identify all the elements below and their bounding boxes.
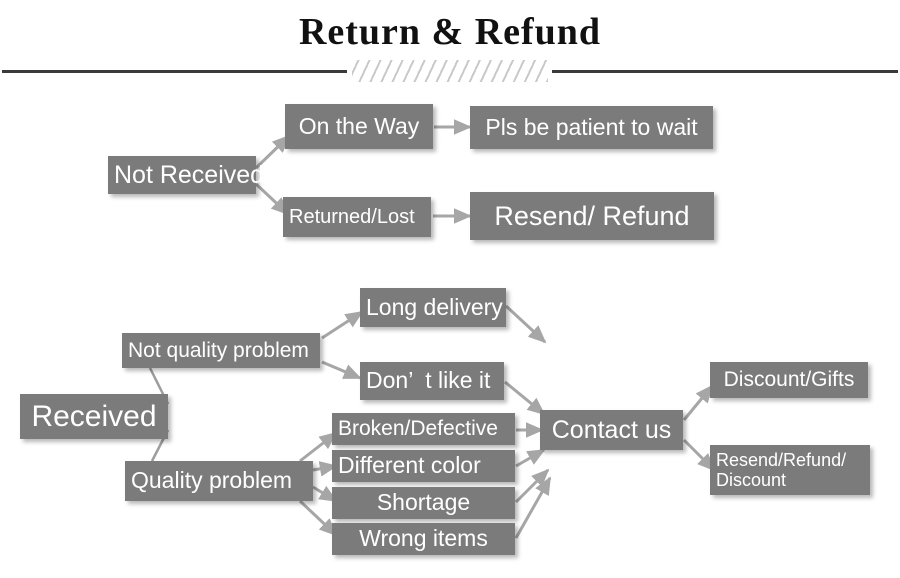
flow-node-label: Returned/Lost xyxy=(289,205,415,228)
flow-node-contact_us: Contact us xyxy=(540,410,683,450)
flow-node-label: Long delivery xyxy=(366,293,503,320)
flow-node-wrong_items: Wrong items xyxy=(332,523,515,555)
flow-node-label: Different color xyxy=(338,452,481,479)
divider-hatch-ornament xyxy=(352,60,548,82)
flow-node-dont_like: Don’ t like it xyxy=(360,362,504,400)
flow-node-label: Wrong items xyxy=(359,525,488,552)
flow-node-label: Not Received xyxy=(114,161,265,189)
flow-node-not_received: Not Received xyxy=(108,156,264,194)
flow-node-label: Discount/Gifts xyxy=(723,368,855,392)
flow-node-received: Received xyxy=(20,394,168,439)
flow-node-shortage: Shortage xyxy=(332,487,515,519)
flow-node-not_quality: Not quality problem xyxy=(122,333,320,368)
flow-node-label: Resend/Refund/ Discount xyxy=(716,449,847,490)
flow-node-label: Received xyxy=(31,399,157,433)
flow-node-pls_wait: Pls be patient to wait xyxy=(470,106,713,149)
flow-node-label: Pls be patient to wait xyxy=(485,113,698,140)
flow-node-quality: Quality problem xyxy=(125,461,313,501)
flow-node-label: Shortage xyxy=(376,489,471,516)
flow-node-label: Broken/Defective xyxy=(338,417,498,441)
flow-node-resend_refund: Resend/ Refund xyxy=(470,192,714,240)
flow-node-broken: Broken/Defective xyxy=(332,413,515,445)
flow-node-long_delivery: Long delivery xyxy=(360,288,506,327)
flow-node-discount_gifts: Discount/Gifts xyxy=(710,362,868,398)
flow-node-label: Contact us xyxy=(551,416,672,444)
flow-node-label: Quality problem xyxy=(131,467,293,494)
flow-node-diff_color: Different color xyxy=(332,450,515,482)
flow-node-label: Resend/ Refund xyxy=(494,200,690,231)
divider-line-right xyxy=(552,70,898,73)
flow-node-resend_disc: Resend/Refund/ Discount xyxy=(710,445,870,495)
flow-node-on_the_way: On the Way xyxy=(285,104,433,149)
divider-line-left xyxy=(2,70,347,73)
flow-node-returned_lost: Returned/Lost xyxy=(283,197,431,237)
flow-node-label: Don’ t like it xyxy=(366,367,491,394)
flow-node-label: On the Way xyxy=(298,112,420,139)
flow-node-label: Not quality problem xyxy=(128,338,309,362)
page-title: Return & Refund xyxy=(298,11,602,53)
